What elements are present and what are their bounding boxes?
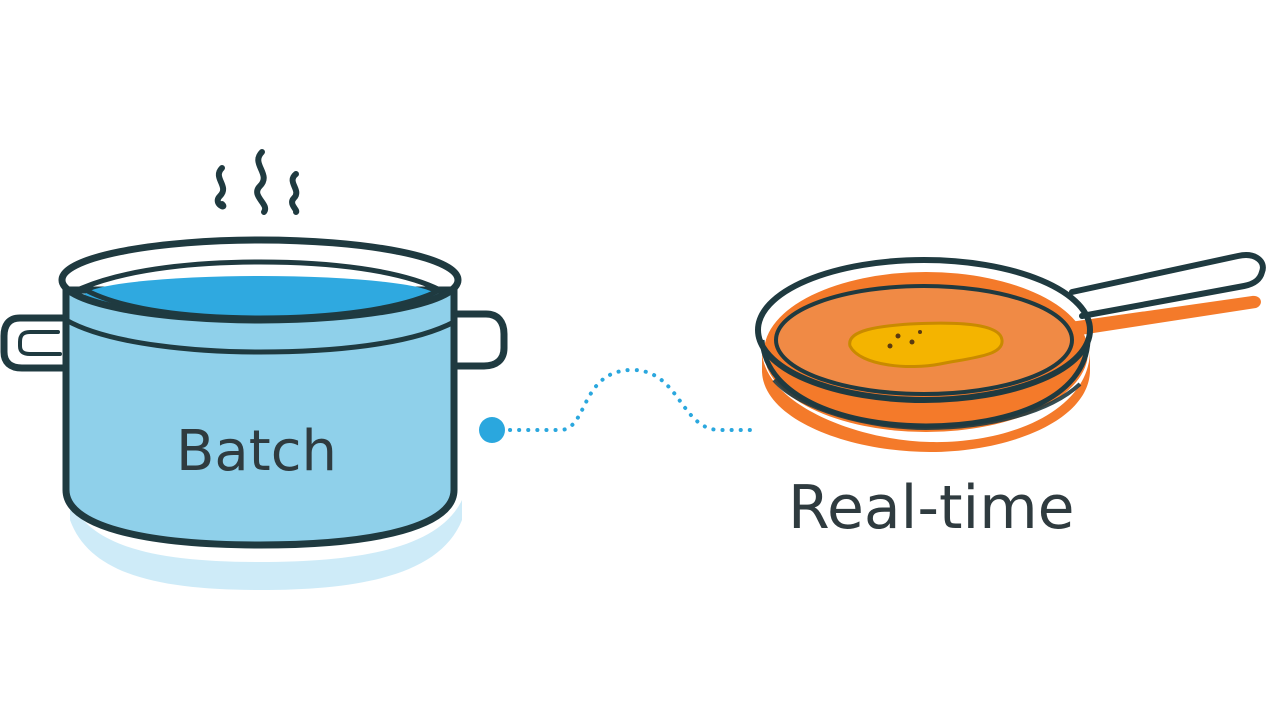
pot-rim-inner: [76, 259, 446, 321]
stock-pot-icon: [0, 236, 508, 590]
pot-right-handle: [446, 310, 508, 370]
pan-handle-accent: [1070, 295, 1261, 336]
pan-handle: [1069, 252, 1266, 319]
pan-rim: [755, 257, 1093, 403]
pot-left-handle: [0, 314, 72, 372]
pot-body: [62, 286, 458, 549]
pot-water: [84, 276, 436, 316]
steam-icon: [214, 149, 300, 215]
connector-dotted-path: [508, 367, 754, 432]
pot-shadow: [70, 500, 462, 590]
realtime-label: Real-time: [788, 473, 1075, 543]
batch-label: Batch: [176, 419, 337, 484]
connector-start-dot: [479, 417, 505, 443]
connector: [479, 367, 754, 443]
food-item-icon: [848, 321, 1004, 369]
frying-pan-icon: [755, 252, 1266, 452]
